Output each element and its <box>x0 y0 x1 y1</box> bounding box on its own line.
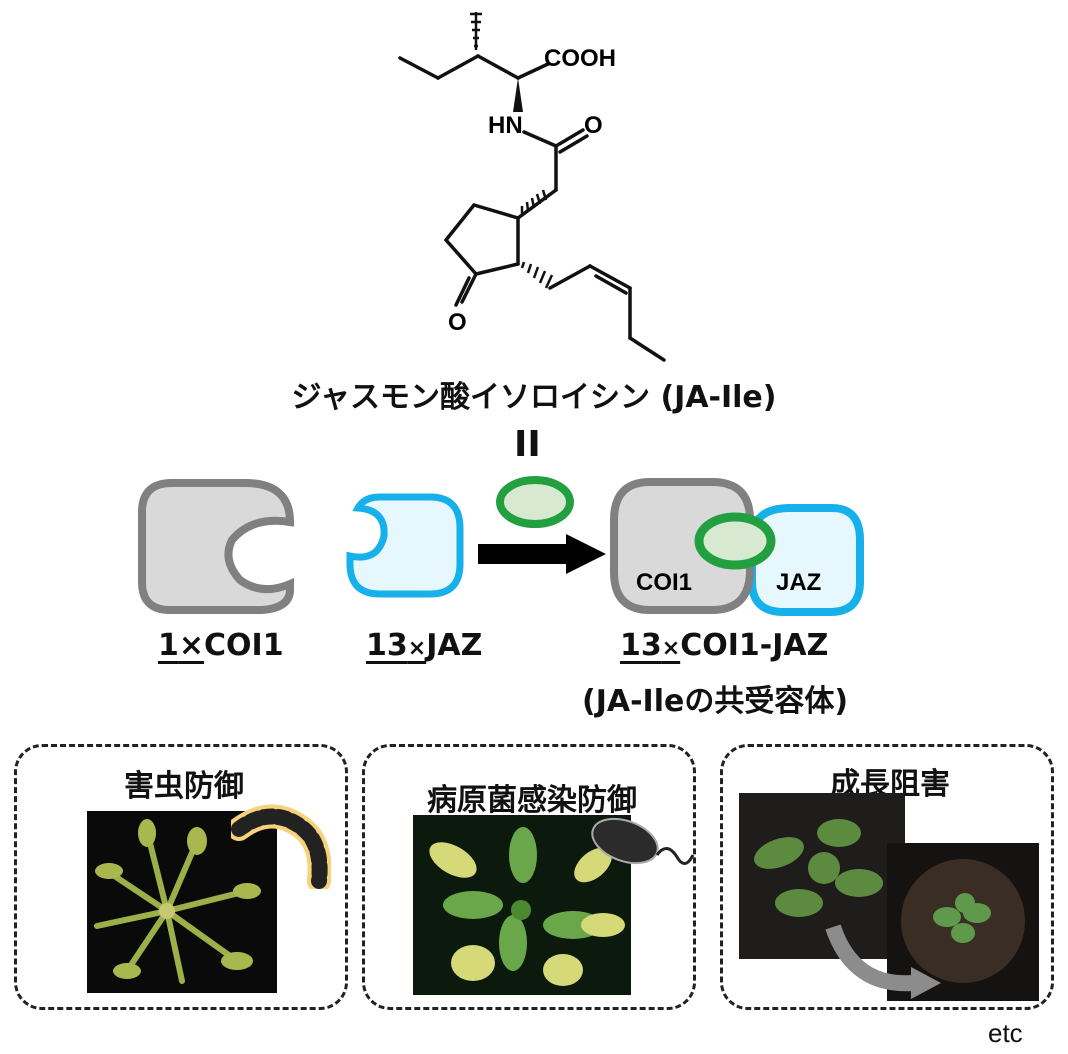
equals-sign: II <box>514 424 541 465</box>
panel-title: 害虫防御 <box>124 769 244 804</box>
complex-coi1-shape <box>610 478 754 614</box>
coi1-count: 1× <box>158 628 205 663</box>
normal-plant-image <box>739 793 905 959</box>
ketone-oxygen-label: O <box>448 309 467 336</box>
infected-plant-image <box>413 815 631 995</box>
stunted-plant-image <box>887 843 1039 1001</box>
etc-label: etc <box>988 1018 1023 1048</box>
hn-label: HN <box>488 112 523 139</box>
complex-jaz-label: JAZ <box>776 569 821 596</box>
amide-oxygen-label: O <box>584 112 603 139</box>
complex-ligand <box>694 512 776 570</box>
cooh-label: COOH <box>544 45 616 72</box>
coi1-caption: 1×COI1 <box>158 628 284 663</box>
complex-jaz-shape <box>748 504 864 616</box>
caterpillar-icon <box>231 804 331 889</box>
pest-damaged-plant-image <box>87 811 277 993</box>
panel-pest-defense: 害虫防御 <box>14 744 348 1010</box>
complex-subtitle: (JA-Ileの共受容体) <box>582 684 849 719</box>
ja-ile-structure: COOH HN O O <box>398 12 666 362</box>
jaz-caption: 13×JAZ <box>366 628 482 663</box>
complex-caption: 13×COI1-JAZ <box>620 628 828 663</box>
ja-ile-ligand <box>496 476 574 528</box>
coi1-name: COI1 <box>204 628 284 663</box>
jaz-name: JAZ <box>426 628 483 663</box>
panel-pathogen-defense: 病原菌感染防御 <box>362 744 696 1010</box>
coi1-shape <box>138 479 295 614</box>
receptor-diagram: COI1 JAZ <box>138 476 864 616</box>
molecule-name: ジャスモン酸イソロイシン (JA-Ile) <box>291 380 777 415</box>
jaz-shape <box>346 493 464 598</box>
panel-growth-inhibition: 成長阻害 <box>720 744 1054 1010</box>
complex-count: 13× <box>620 628 681 663</box>
complex-name: COI1-JAZ <box>680 628 829 663</box>
arrow-icon <box>566 534 606 574</box>
jaz-count: 13× <box>366 628 427 663</box>
growth-arrow-icon <box>825 924 941 999</box>
panel-title: 病原菌感染防御 <box>427 783 637 818</box>
bacterium-icon <box>591 817 695 865</box>
complex-coi1-label: COI1 <box>636 569 692 596</box>
